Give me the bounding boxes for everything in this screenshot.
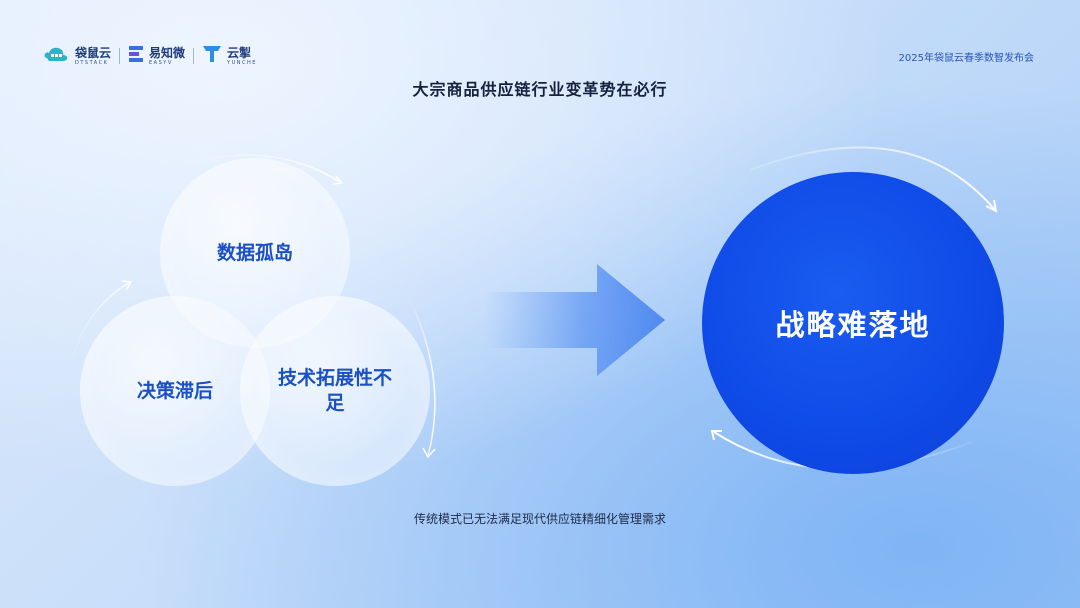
brand-easyv-name: 易知微 (149, 45, 186, 60)
brand-easyv: 易知微 EASYV (128, 45, 185, 67)
page-title: 大宗商品供应链行业变革势在必行 (412, 80, 668, 99)
arc-right (409, 299, 436, 457)
arc-top-head (332, 175, 344, 185)
event-name: 2025年袋鼠云春季数智发布会 (898, 53, 1034, 64)
brand-dtstack: 袋鼠云 DTSTACK (44, 45, 111, 67)
arc-left (67, 281, 131, 401)
venn-diagram: 数据孤岛 决策滞后 技术拓展性不足 (60, 150, 460, 510)
brand-dtstack-en: DTSTACK (75, 59, 109, 66)
arc-upper (749, 146, 996, 211)
brand-yunche-name: 云掣 (227, 45, 252, 60)
arc-upper-head (985, 199, 998, 213)
venn-orbit-arcs (67, 154, 436, 459)
right-arrow-icon (485, 264, 665, 380)
brand-easyv-en: EASYV (149, 59, 173, 66)
brand-separator (193, 48, 195, 64)
easyv-logo-icon (128, 45, 144, 67)
brand-yunche: 云掣 YUNCHE (202, 45, 257, 67)
dtstack-logo-icon (44, 45, 70, 67)
bubble-decision-lag: 决策滞后 (80, 296, 270, 486)
result-circle: 战略难落地 (702, 172, 1004, 474)
arc-lower-head (710, 430, 722, 441)
yunche-logo-icon (202, 45, 222, 67)
footnote: 传统模式已无法满足现代供应链精细化管理需求 (413, 512, 666, 526)
bubble-tech-scalability: 技术拓展性不足 (240, 296, 430, 486)
brand-bar: 袋鼠云 DTSTACK 易知微 EASYV 云掣 YUNCHE (44, 43, 257, 69)
result-label: 战略难落地 (775, 308, 931, 342)
arc-left-head (121, 280, 133, 291)
arc-top (179, 154, 341, 183)
brand-separator (119, 48, 121, 64)
brand-dtstack-name: 袋鼠云 (75, 45, 112, 60)
arc-right-head (422, 447, 436, 459)
brand-yunche-en: YUNCHE (227, 59, 257, 66)
